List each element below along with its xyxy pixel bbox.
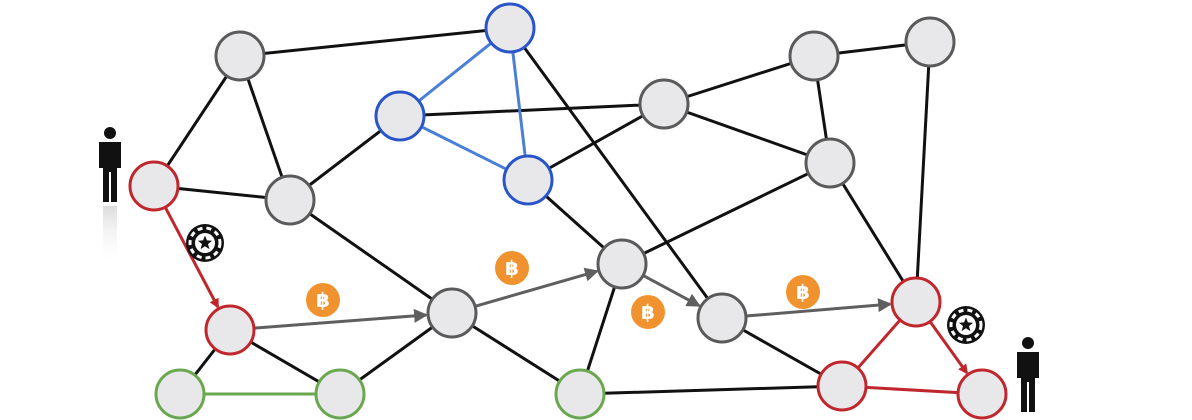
transfer-arrow-n9-n13: [163, 206, 220, 309]
edge-n2-n14: [508, 27, 724, 319]
node-red-n17: [956, 368, 1008, 420]
edge-n7-n15: [914, 41, 932, 303]
node-gray-n10: [264, 174, 316, 226]
transfer-arrow-n12-n11: [474, 267, 599, 308]
node-green-n20: [554, 368, 606, 420]
edge-n2-n4: [508, 27, 530, 181]
poker-chip-icon: [947, 306, 985, 344]
node-gray-n8: [804, 137, 856, 189]
edge-n5-n6: [663, 54, 815, 106]
transfer-arrow-n11-n14: [642, 274, 701, 307]
edge-n3-n5: [399, 102, 665, 118]
transfer-arrow-n14-n15: [745, 298, 893, 318]
node-gray-n5: [638, 78, 690, 130]
node-gray-n7: [904, 16, 956, 68]
node-green-n19: [314, 368, 366, 420]
edge-n5-n8: [663, 102, 831, 165]
svg-text:฿: ฿: [641, 300, 655, 324]
person-icon-receiver: [1017, 337, 1039, 412]
edge-n8-n11: [621, 161, 831, 266]
bitcoin-icon: ฿: [786, 275, 820, 309]
node-red-n13: [204, 304, 256, 356]
svg-text:฿: ฿: [505, 256, 519, 280]
node-red-n9: [128, 160, 180, 212]
node-gray-n6: [788, 30, 840, 82]
edge-n4-n5: [527, 102, 665, 182]
node-red-n15: [890, 276, 942, 328]
bitcoin-icon: ฿: [495, 251, 529, 285]
svg-text:฿: ฿: [316, 288, 330, 312]
svg-text:฿: ฿: [796, 280, 810, 304]
edge-n8-n15: [828, 162, 918, 303]
node-blue-n3: [374, 90, 426, 142]
edge-n10-n12: [289, 198, 453, 315]
poker-chip-icon: [186, 224, 224, 262]
transfer-arrow-n15-n17: [928, 320, 969, 375]
edge-n1-n9: [152, 55, 242, 187]
transfer-arrow-n13-n12: [253, 308, 429, 330]
bitcoin-icon: ฿: [631, 295, 665, 329]
node-blue-n2: [484, 2, 536, 54]
node-gray-n1: [214, 30, 266, 82]
edge-n20-n16: [579, 384, 843, 396]
node-blue-n4: [502, 154, 554, 206]
node-red-n16: [816, 360, 868, 412]
node-green-n18: [154, 368, 206, 420]
node-gray-n14: [696, 292, 748, 344]
node-gray-n12: [426, 287, 478, 339]
edge-n1-n2: [239, 26, 511, 58]
person-icon-sender: [99, 127, 121, 266]
node-gray-n11: [596, 238, 648, 290]
bitcoin-icon: ฿: [306, 283, 340, 317]
